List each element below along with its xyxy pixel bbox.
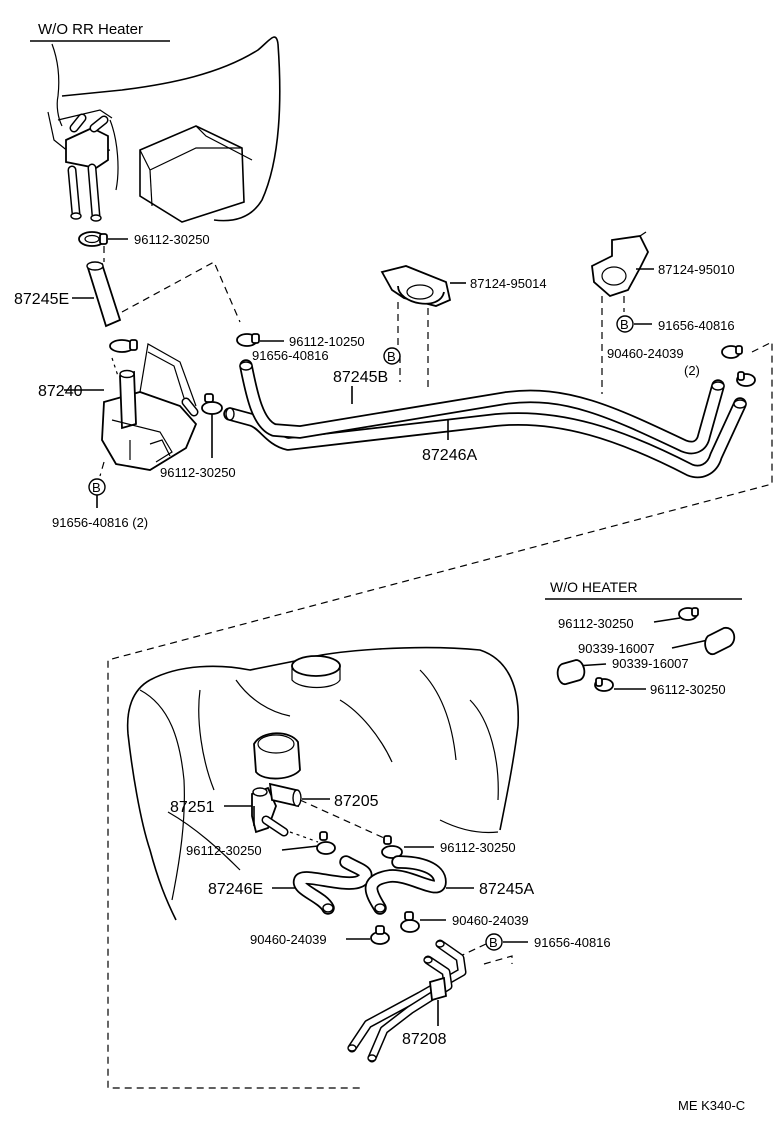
label-91656-40816-2: 91656-40816 (2): [52, 515, 148, 530]
pipe-87208: 87208: [347, 939, 467, 1063]
label-96112-30250-right: 96112-30250: [440, 840, 516, 855]
hose-87245E: 87245E: [14, 261, 122, 328]
label-96112-10250: 96112-10250: [289, 334, 365, 349]
label-87245A: 87245A: [479, 881, 534, 898]
header-heater-text: W/O HEATER: [550, 579, 638, 595]
label-90460-24039-qty: (2): [684, 363, 700, 378]
bolt-marker-left: B: [92, 480, 101, 495]
hose-87246E: 87246E: [208, 855, 373, 915]
clamp-87124-95010: 87124-95010: [591, 231, 735, 394]
label-96112-30250-left: 96112-30250: [186, 843, 262, 858]
clamp-96112-30250-top: 96112-30250: [78, 231, 210, 247]
union-87205: 87205: [268, 782, 379, 810]
bolt-marker-right: B: [620, 317, 629, 332]
bolt-91656-40816-2: B 91656-40816 (2): [52, 478, 148, 530]
clamp-96112-30250-right: 96112-30250: [299, 799, 516, 859]
label-group-87245B: 87245B: [333, 369, 388, 404]
bolt-91656-40816-right: B 91656-40816: [616, 315, 735, 333]
label-87124-95010: 87124-95010: [658, 262, 735, 277]
label-87245E: 87245E: [14, 291, 69, 308]
clamp-90460-24039-b1: 90460-24039: [400, 911, 529, 933]
bolt-marker-mid: B: [387, 349, 396, 364]
label-87246A: 87246A: [422, 447, 477, 464]
label-87251: 87251: [170, 799, 215, 816]
label-h-90339-16007-a: 90339-16007: [578, 641, 655, 656]
label-h-96112-30250-a: 96112-30250: [558, 616, 634, 631]
label-h-96112-30250-b: 96112-30250: [650, 682, 726, 697]
label-91656-40816-right: 91656-40816: [658, 318, 735, 333]
label-87245B: 87245B: [333, 369, 388, 386]
clamp-87124-95014: 87124-95014: [380, 265, 547, 390]
water-valve-87240: 87240: [38, 339, 199, 477]
union-87251: 87251: [170, 786, 289, 837]
clamp-96112-10250: 96112-10250: [236, 333, 365, 349]
label-87205: 87205: [334, 793, 379, 810]
wo-heater-inset: 96112-30250 90339-16007 90339-16007 9611…: [556, 607, 736, 697]
header-wo-rr-heater: W/O RR Heater: [30, 21, 170, 42]
clamp-96112-30250-left: 96112-30250: [186, 831, 336, 858]
label-87208: 87208: [402, 1031, 447, 1048]
label-90460-24039-b2: 90460-24039: [250, 932, 327, 947]
main-pipes: 87246A: [223, 359, 747, 479]
lower-engine-sketch: [126, 646, 520, 921]
clamp-96112-30250-valve: 96112-30250: [160, 393, 236, 480]
bolt-91656-40816-mid: 91656-40816 B: [252, 347, 401, 382]
label-91656-40816-mid: 91656-40816: [252, 348, 329, 363]
upper-engine-sketch: [47, 36, 281, 223]
footer-code: ME K340-C: [678, 1098, 745, 1113]
clamp-90460-24039-b2: 90460-24039: [250, 925, 390, 947]
clamp-90460-24039-right: 90460-24039 (2): [607, 345, 756, 387]
label-96112-30250-valve: 96112-30250: [160, 465, 236, 480]
bolt-91656-40816-bottom: B 91656-40816: [455, 933, 611, 959]
label-h-90339-16007-b: 90339-16007: [612, 656, 689, 671]
hose-87245A: 87245A: [364, 855, 534, 915]
bolt-marker-bottom: B: [489, 935, 498, 950]
label-96112-30250-top: 96112-30250: [134, 232, 210, 247]
label-90460-24039-right: 90460-24039: [607, 346, 684, 361]
label-87240: 87240: [38, 383, 83, 400]
header-rr-text: W/O RR Heater: [38, 21, 143, 38]
label-90460-24039-b1: 90460-24039: [452, 913, 529, 928]
header-wo-heater: W/O HEATER: [545, 579, 742, 600]
label-87124-95014: 87124-95014: [470, 276, 547, 291]
label-91656-40816-bottom: 91656-40816: [534, 935, 611, 950]
label-87246E: 87246E: [208, 881, 263, 898]
